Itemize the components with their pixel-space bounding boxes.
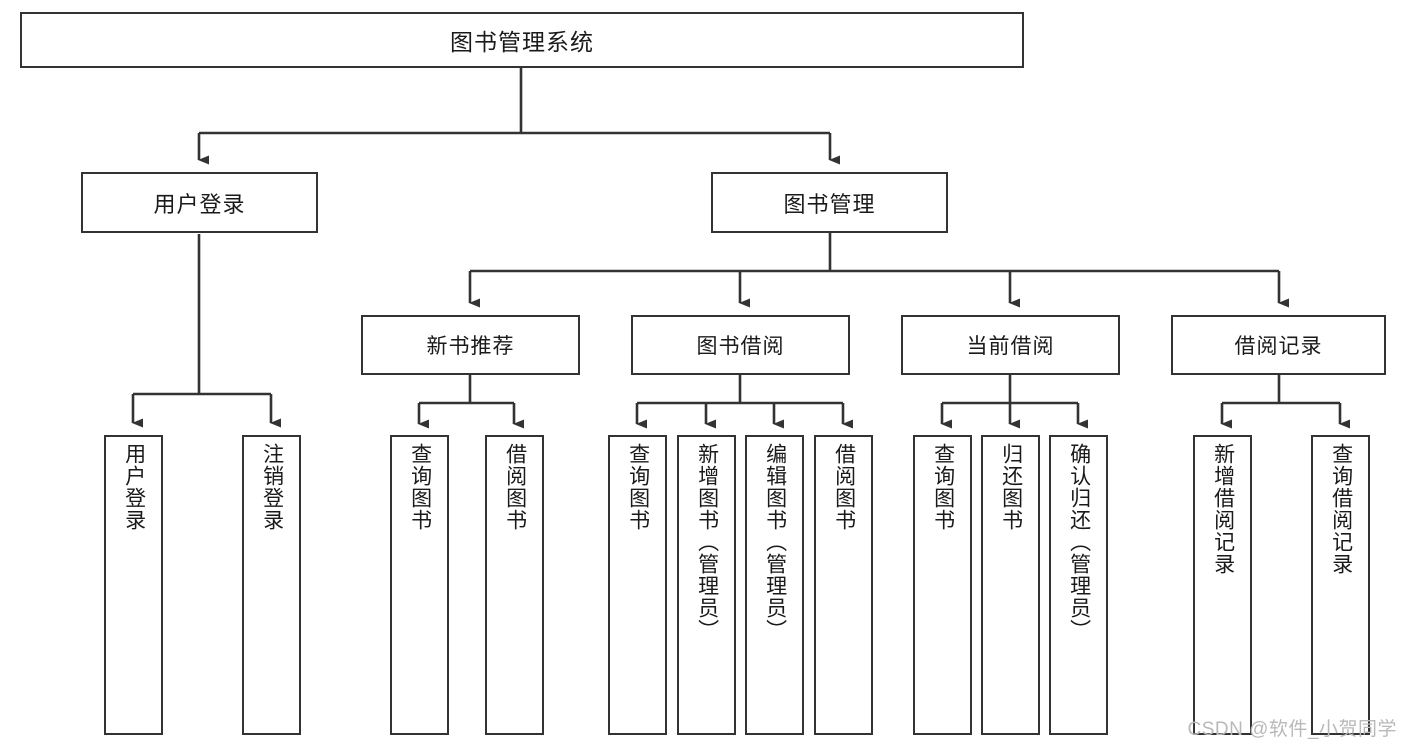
leaf-label: 归还图书	[999, 443, 1023, 531]
watermark-text: CSDN @软件_小贺同学	[1187, 719, 1397, 740]
node-user-login-label: 用户登录	[153, 191, 246, 217]
leaf-book-borrow-edit[interactable]: 编辑图书（管理员）	[745, 435, 804, 735]
leaf-current-borrow-query[interactable]: 查询图书	[913, 435, 972, 735]
leaf-label: 新增借阅记录	[1211, 443, 1235, 575]
node-root[interactable]: 图书管理系统	[20, 12, 1024, 68]
leaf-user-login-login[interactable]: 用户登录	[104, 435, 163, 735]
leaf-label: 注销登录	[260, 443, 284, 531]
leaf-label: 借阅图书	[832, 443, 856, 531]
node-borrow-record[interactable]: 借阅记录	[1171, 315, 1386, 375]
node-current-borrow-label: 当前借阅	[966, 335, 1055, 358]
leaf-book-borrow-borrow[interactable]: 借阅图书	[814, 435, 873, 735]
node-root-label: 图书管理系统	[450, 29, 594, 55]
node-book-borrow[interactable]: 图书借阅	[631, 315, 850, 375]
leaf-label: 查询图书	[931, 443, 955, 531]
leaf-label: 确认归还（管理员）	[1067, 443, 1091, 641]
leaf-label: 用户登录	[122, 443, 146, 531]
leaf-label: 查询图书	[408, 443, 432, 531]
leaf-book-borrow-query[interactable]: 查询图书	[608, 435, 667, 735]
leaf-book-borrow-add[interactable]: 新增图书（管理员）	[677, 435, 736, 735]
leaf-current-borrow-return[interactable]: 归还图书	[981, 435, 1040, 735]
leaf-new-book-borrow[interactable]: 借阅图书	[485, 435, 544, 735]
leaf-user-login-logout[interactable]: 注销登录	[242, 435, 301, 735]
node-current-borrow[interactable]: 当前借阅	[901, 315, 1120, 375]
leaf-current-borrow-confirm[interactable]: 确认归还（管理员）	[1049, 435, 1108, 735]
node-new-book-recommend-label: 新书推荐	[426, 335, 515, 358]
leaf-label: 借阅图书	[503, 443, 527, 531]
leaf-label: 编辑图书（管理员）	[763, 443, 787, 641]
node-book-management-label: 图书管理	[783, 191, 876, 217]
node-borrow-record-label: 借阅记录	[1234, 335, 1323, 358]
leaf-borrow-record-add[interactable]: 新增借阅记录	[1193, 435, 1252, 735]
leaf-borrow-record-query[interactable]: 查询借阅记录	[1311, 435, 1370, 735]
node-user-login[interactable]: 用户登录	[81, 172, 318, 233]
leaf-new-book-query[interactable]: 查询图书	[390, 435, 449, 735]
node-book-borrow-label: 图书借阅	[696, 335, 785, 358]
leaf-label: 查询借阅记录	[1329, 443, 1353, 575]
leaf-label: 查询图书	[626, 443, 650, 531]
node-new-book-recommend[interactable]: 新书推荐	[361, 315, 580, 375]
node-book-management[interactable]: 图书管理	[711, 172, 948, 233]
leaf-label: 新增图书（管理员）	[695, 443, 719, 641]
